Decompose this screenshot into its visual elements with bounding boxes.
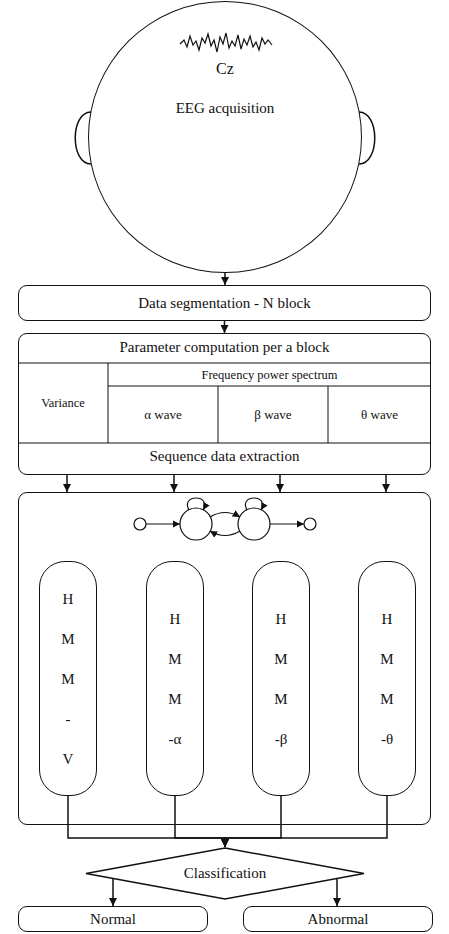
hmm-box: HMM-β bbox=[252, 561, 310, 796]
flow-arrow bbox=[112, 879, 114, 906]
terminal-box: Abnormal bbox=[243, 906, 433, 932]
node-label: Classification bbox=[176, 865, 275, 882]
eeg-trace bbox=[180, 33, 272, 52]
node-label: Abnormal bbox=[300, 911, 377, 928]
table-cell: β wave bbox=[218, 387, 328, 443]
node-label: Cz bbox=[89, 60, 361, 78]
node-label: Sequence data extraction bbox=[19, 448, 430, 465]
table-cell: Frequency power spectrum bbox=[108, 364, 431, 386]
flow-arrow bbox=[173, 475, 175, 492]
flow-arrow bbox=[225, 796, 387, 847]
table-cell: Variance bbox=[18, 364, 108, 443]
node-label: EEG acquisition bbox=[89, 100, 361, 117]
terminal-box: Normal bbox=[18, 906, 208, 932]
flow-arrow bbox=[175, 796, 225, 847]
head-circle: CzEEG acquisition bbox=[88, 1, 362, 273]
flow-arrow bbox=[224, 273, 226, 285]
hmm-state-diagram bbox=[134, 498, 316, 540]
hmm-box: HMM-θ bbox=[358, 561, 416, 796]
process-box: Data segmentation - N block bbox=[18, 285, 431, 321]
node-label: Parameter computation per a block bbox=[19, 339, 430, 356]
flow-arrow bbox=[224, 321, 226, 333]
node-label: Normal bbox=[82, 911, 144, 928]
vertical-label: HMM-α bbox=[168, 599, 183, 759]
vertical-label: HMM-V bbox=[61, 579, 76, 779]
table-rules bbox=[18, 363, 431, 443]
flow-arrow bbox=[336, 879, 338, 906]
flow-arrow bbox=[385, 475, 387, 492]
hmm-box: HMM-V bbox=[39, 561, 97, 796]
table-cell: θ wave bbox=[328, 387, 431, 443]
flow-arrow bbox=[68, 796, 225, 847]
node-label: Data segmentation - N block bbox=[130, 295, 318, 312]
vertical-label: HMM-β bbox=[274, 599, 289, 759]
flow-arrow bbox=[225, 796, 281, 847]
hmm-box: HMM-α bbox=[146, 561, 204, 796]
decision-diamond: Classification bbox=[85, 847, 365, 900]
vertical-label: HMM-θ bbox=[380, 599, 395, 759]
table-cell: α wave bbox=[108, 387, 218, 443]
hmm-group-box: HMM-V HMM-α HMM-β HMM-θ bbox=[18, 492, 431, 825]
flow-arrow bbox=[66, 475, 68, 492]
flow-arrow bbox=[279, 475, 281, 492]
